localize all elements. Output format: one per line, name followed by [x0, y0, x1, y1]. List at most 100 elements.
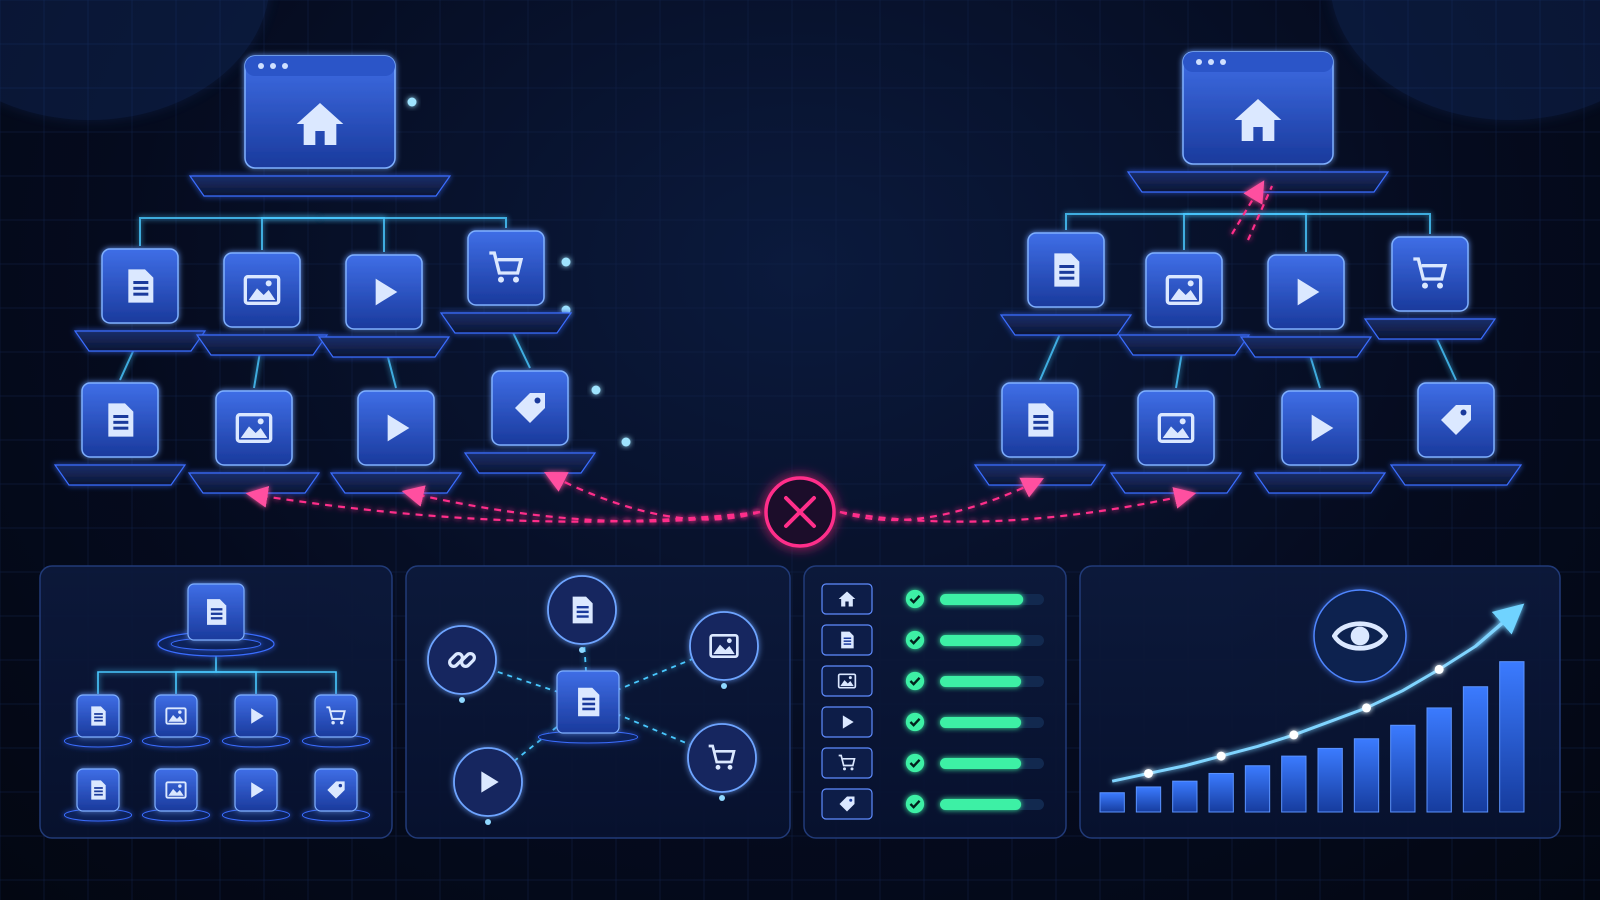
node-platform	[195, 334, 329, 356]
broken-link-path	[1231, 180, 1265, 235]
node-old-home	[188, 55, 452, 197]
document-icon	[91, 780, 106, 800]
link-node	[453, 747, 523, 825]
site-nodes	[53, 51, 1523, 494]
chart-bar	[1135, 786, 1162, 813]
trend-point	[1144, 768, 1153, 778]
node-platform	[973, 464, 1107, 486]
node-new-home	[1126, 51, 1390, 193]
browser-dot	[1220, 59, 1226, 65]
mini-tile	[141, 694, 211, 748]
node-platform	[1253, 472, 1387, 494]
node-new-page-4	[1363, 236, 1497, 340]
check-icon	[904, 588, 926, 610]
node-tile	[215, 390, 293, 466]
node-new-page-6	[1109, 390, 1243, 494]
panel-site-hierarchy	[39, 565, 393, 839]
node-old-page-8	[463, 370, 597, 474]
redirect-arrows	[407, 87, 1186, 457]
mini-tile	[170, 583, 262, 651]
checklist-row	[821, 747, 1044, 779]
node-tile	[1137, 390, 1215, 466]
link-node	[689, 611, 759, 689]
close-circle-icon	[764, 476, 836, 548]
document-icon	[1028, 403, 1054, 437]
node-new-page-3	[1239, 254, 1373, 358]
trend-line	[1111, 614, 1513, 783]
node-platform	[187, 472, 321, 494]
arrow-origin-dot	[621, 437, 631, 447]
node-old-page-3	[317, 254, 451, 358]
broken-links	[245, 180, 1274, 548]
checklist-row	[821, 788, 1044, 820]
arrow-origin-dot	[561, 257, 571, 267]
node-platform	[1389, 464, 1523, 486]
node-platform	[1109, 472, 1243, 494]
broken-link-path	[1246, 185, 1274, 241]
progress-fill	[940, 758, 1022, 769]
check-icon	[904, 711, 926, 733]
broken-link-path	[245, 485, 761, 523]
chart-bar	[1244, 765, 1271, 813]
node-new-page-1	[999, 232, 1133, 336]
trend-point	[1434, 664, 1444, 674]
document-icon	[841, 631, 854, 649]
mini-tile	[63, 768, 133, 822]
node-old-page-6	[187, 390, 321, 494]
progress-fill	[940, 799, 1022, 810]
node-old-page-5	[53, 382, 187, 486]
document-icon	[572, 596, 593, 624]
check-icon	[904, 752, 926, 774]
document-icon	[91, 706, 106, 726]
node-platform	[317, 336, 451, 358]
chart-bar	[1208, 772, 1234, 813]
mini-tile	[221, 694, 291, 748]
broken-link-path	[544, 472, 761, 521]
trend-point	[1362, 703, 1371, 713]
mini-tile	[63, 694, 133, 748]
check-icon	[904, 793, 926, 815]
browser-dot	[258, 63, 264, 69]
node-platform	[53, 464, 187, 486]
panel-traffic-growth	[1079, 565, 1561, 839]
document-icon	[108, 403, 134, 437]
link-node	[687, 723, 757, 801]
arrow-origin-dot	[407, 97, 417, 107]
browser-dot	[282, 63, 288, 69]
chart-bar	[1353, 738, 1380, 813]
check-icon	[904, 629, 926, 651]
document-icon	[578, 687, 600, 717]
checklist-row	[821, 583, 1044, 615]
node-tile	[1391, 236, 1469, 312]
node-new-page-8	[1389, 382, 1523, 486]
bottom-panels	[39, 565, 1561, 839]
node-platform	[1239, 336, 1373, 358]
link-node	[427, 625, 497, 703]
node-old-page-4	[439, 230, 573, 334]
chart-bar	[1317, 747, 1343, 813]
mini-tile	[301, 768, 371, 822]
node-new-page-2	[1117, 252, 1251, 356]
checklist-row	[821, 665, 1044, 697]
trend-point	[1216, 751, 1226, 761]
progress-fill	[940, 717, 1022, 728]
node-platform	[73, 330, 207, 352]
link-node	[547, 575, 617, 653]
chart-bar	[1172, 780, 1198, 813]
document-icon	[128, 269, 154, 303]
node-new-page-5	[973, 382, 1107, 486]
node-tile	[467, 230, 545, 306]
arrow-origin-dot	[591, 385, 601, 395]
node-old-page-2	[195, 252, 329, 356]
chart-bar	[1426, 707, 1452, 813]
browser-bar	[1183, 52, 1333, 72]
node-old-page-7	[329, 390, 463, 494]
chart-bar	[1462, 686, 1489, 813]
broken-link-path	[839, 477, 1044, 522]
trend-arrow	[1474, 603, 1525, 648]
panel-redirect-checklist	[803, 565, 1067, 839]
panel-internal-linking	[405, 565, 791, 839]
node-platform	[439, 312, 573, 334]
document-icon	[1054, 253, 1080, 287]
